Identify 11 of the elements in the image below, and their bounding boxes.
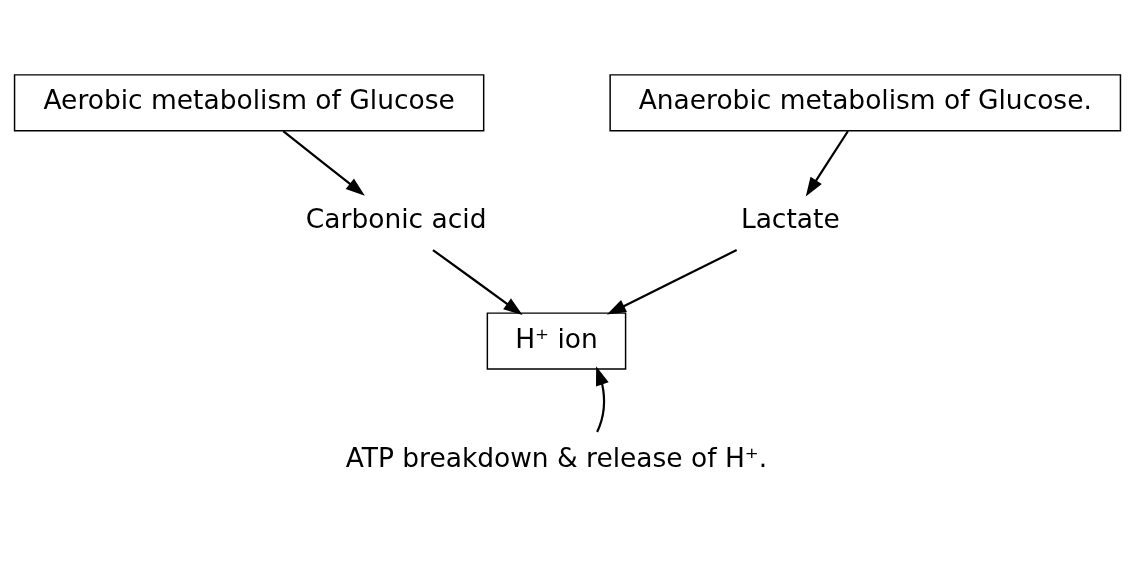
node-box: Aerobic metabolism of Glucose <box>13 74 485 132</box>
arrow <box>432 249 523 316</box>
node-text: Carbonic acid <box>305 203 487 235</box>
node-box: Anaerobic metabolism of Glucose. <box>609 74 1122 132</box>
node-text: Lactate <box>740 203 840 235</box>
arrow <box>606 249 738 315</box>
node-box: H⁺ ion <box>486 312 627 370</box>
arrow <box>596 366 609 433</box>
node-text: ATP breakdown & release of H⁺. <box>345 441 768 473</box>
arrow <box>805 130 849 197</box>
arrow <box>282 130 365 196</box>
